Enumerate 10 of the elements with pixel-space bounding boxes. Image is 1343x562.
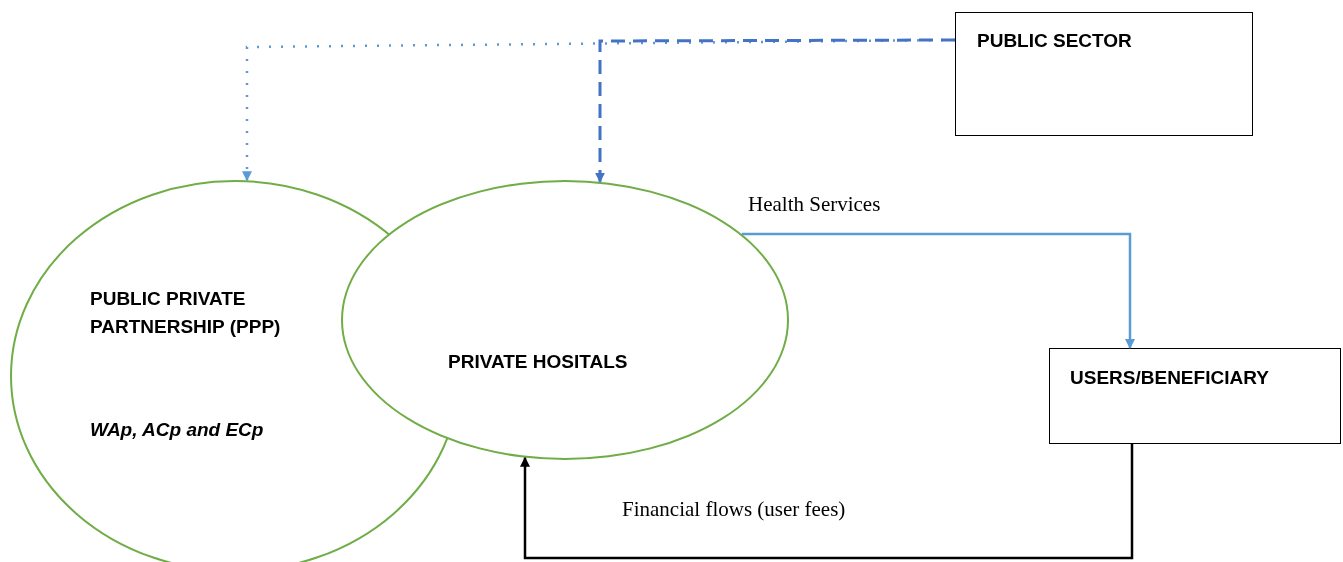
- entity-box: [955, 12, 1253, 136]
- entity-box: [1049, 348, 1341, 444]
- arrow: [520, 444, 1134, 560]
- box-title: USERS/BENEFICIARY: [1070, 367, 1269, 389]
- ellipse-title: PRIVATE HOSITALS: [448, 350, 629, 374]
- arrow: [595, 38, 955, 183]
- arrow: [741, 232, 1135, 349]
- box-title: PUBLIC SECTOR: [977, 30, 1132, 52]
- ellipse-title: PUBLIC PRIVATE PARTNERSHIP (PPP): [90, 287, 282, 339]
- subtitle-text: WAp, ACp and ECp: [90, 418, 265, 442]
